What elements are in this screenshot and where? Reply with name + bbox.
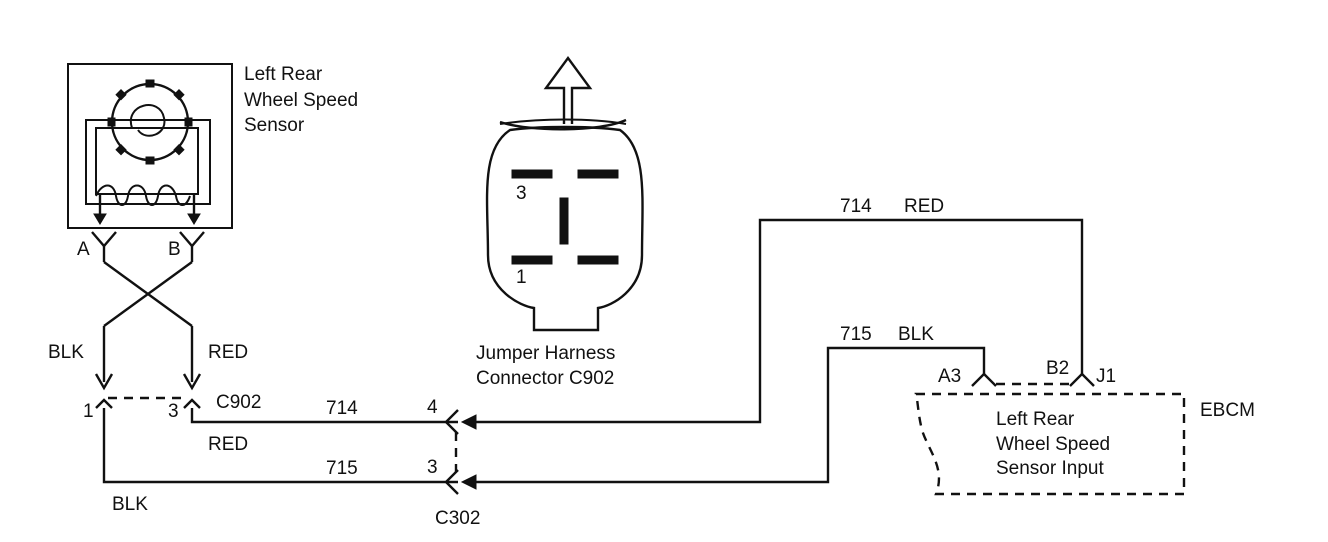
- c902-pin-1: 1: [83, 401, 94, 422]
- ebcm-input-line1: Left Rear: [996, 409, 1075, 430]
- circuit-715-lower: 715: [326, 458, 358, 479]
- wire-color-red-upper: RED: [904, 196, 944, 217]
- c902-label: C902: [216, 392, 261, 413]
- sensor-connector: A B: [77, 231, 205, 262]
- circuit-715-upper: 715: [840, 324, 872, 345]
- circuit-714-lower: 714: [326, 398, 358, 419]
- up-arrow-icon: [543, 55, 593, 124]
- harness-wires: 714 RED 715 BLK: [102, 398, 458, 515]
- ebcm-module: A3 B2 J1 EBCM Left Rear Wheel Speed Sens…: [914, 358, 1255, 496]
- sensor-coil: [95, 184, 191, 206]
- c302-connector: 4 3 C302: [427, 397, 480, 529]
- wire-color-blk-upper: BLK: [898, 324, 934, 345]
- wire-color-blk-lower: BLK: [112, 494, 148, 515]
- c302-pin-4: 4: [427, 397, 438, 418]
- sensor-title-line1: Left Rear: [244, 64, 323, 85]
- sensor-pin-b: B: [168, 239, 181, 260]
- ebcm-label: EBCM: [1200, 400, 1255, 421]
- wheel-speed-sensor: Left Rear Wheel Speed Sensor: [67, 63, 358, 229]
- ebcm-pin-a3: A3: [938, 366, 961, 387]
- wire-color-blk-left: BLK: [48, 342, 84, 363]
- c902-connector-body: [485, 125, 644, 332]
- twisted-pair: BLK RED: [48, 261, 248, 391]
- ebcm-input-line3: Sensor Input: [996, 458, 1104, 479]
- sensor-title-line3: Sensor: [244, 115, 305, 136]
- reluctor-ring-icon: [107, 79, 193, 165]
- wire-color-red-left: RED: [208, 342, 248, 363]
- circuit-714-upper: 714: [840, 196, 872, 217]
- c302-pin-3: 3: [427, 457, 438, 478]
- ebcm-wires: 714 RED 715 BLK: [460, 196, 1084, 490]
- c902-caption-line2: Connector C902: [476, 368, 614, 389]
- sensor-title-line2: Wheel Speed: [244, 90, 358, 111]
- sensor-pin-a: A: [77, 239, 90, 260]
- c902-pin-3: 3: [168, 401, 179, 422]
- c902-face-pin-3: 3: [516, 183, 527, 204]
- c902-caption-line1: Jumper Harness: [476, 343, 615, 364]
- ebcm-outline: [914, 392, 1186, 496]
- c902-inline-connector: 1 3 C902: [83, 392, 261, 422]
- ebcm-input-line2: Wheel Speed: [996, 434, 1110, 455]
- c902-face-pin-1: 1: [516, 267, 527, 288]
- c902-face-view: 3 1 Jumper Harness Connector C902: [476, 55, 644, 389]
- ebcm-pin-b2: B2: [1046, 358, 1069, 379]
- wire-color-red-lower: RED: [208, 434, 248, 455]
- sensor-housing: [67, 63, 233, 229]
- ebcm-connector-j1: J1: [1096, 366, 1116, 387]
- c302-label: C302: [435, 508, 480, 529]
